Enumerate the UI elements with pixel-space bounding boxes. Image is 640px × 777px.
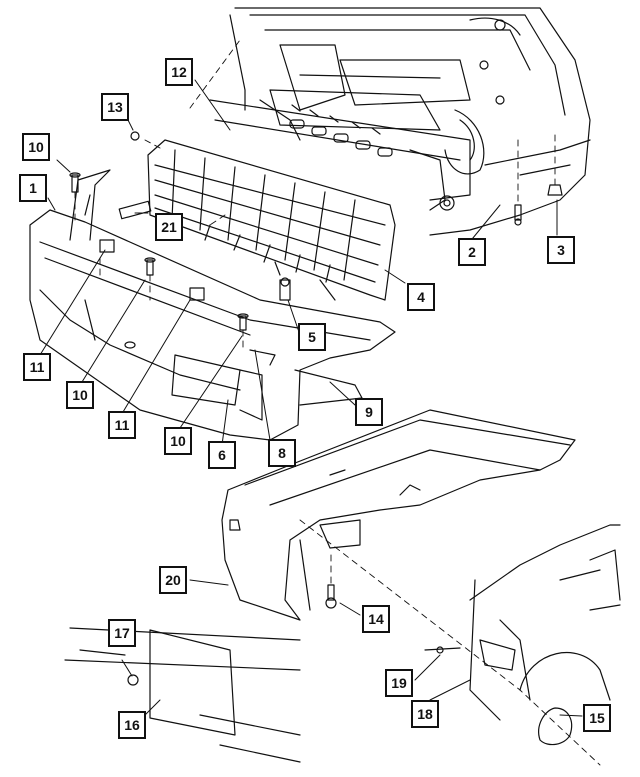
callout-2: 2 [458, 238, 486, 266]
bumper-fascia-drawing [29, 169, 396, 441]
callout-6: 6 [208, 441, 236, 469]
callout-16: 16 [118, 711, 146, 739]
license-plate-drawing [64, 627, 301, 763]
callout-15: 15 [583, 704, 611, 732]
callout-11-left: 11 [23, 353, 51, 381]
callout-21: 21 [155, 213, 183, 241]
callout-3: 3 [547, 236, 575, 264]
callout-4: 4 [407, 283, 435, 311]
callout-1: 1 [19, 174, 47, 202]
callout-8: 8 [268, 439, 296, 467]
callout-19: 19 [385, 669, 413, 697]
callout-11-right: 11 [108, 411, 136, 439]
callout-9: 9 [355, 398, 383, 426]
callout-17: 17 [108, 619, 136, 647]
quarter-panel-drawing [469, 524, 621, 746]
callout-14: 14 [362, 605, 390, 633]
fasteners-drawing [69, 131, 563, 654]
callout-5: 5 [298, 323, 326, 351]
vehicle-rear-body-drawing [209, 7, 591, 236]
install-guide-lines [74, 39, 601, 766]
callout-20: 20 [159, 566, 187, 594]
callout-10-top: 10 [22, 133, 50, 161]
energy-absorber-drawing [147, 139, 396, 301]
callout-12: 12 [165, 58, 193, 86]
callout-10-bottom: 10 [164, 427, 192, 455]
callout-18: 18 [411, 700, 439, 728]
callout-13: 13 [101, 93, 129, 121]
callout-10-middle: 10 [66, 381, 94, 409]
